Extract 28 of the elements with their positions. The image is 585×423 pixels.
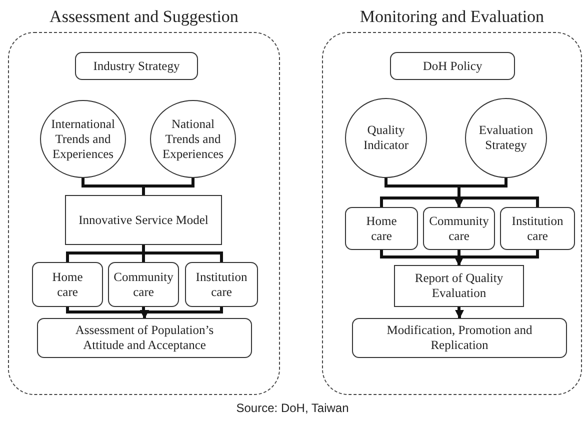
process-box: Innovative Service Model — [65, 195, 222, 245]
input-ellipse: International Trends and Experiences — [40, 100, 126, 178]
process-box: Industry Strategy — [75, 52, 198, 80]
input-ellipse: Evaluation Strategy — [465, 98, 547, 178]
connector-line — [380, 196, 459, 207]
source-note: Source: DoH, Taiwan — [235, 400, 350, 417]
process-box: DoH Policy — [390, 52, 515, 80]
process-box: Institution care — [500, 207, 575, 250]
arrow — [455, 307, 464, 319]
group-heading: Assessment and Suggestion — [48, 6, 240, 28]
process-box: Home care — [345, 207, 418, 250]
process-box: Assessment of Population’s Attitude and Acceptance — [37, 318, 252, 358]
process-box: Community care — [423, 207, 495, 250]
arrow — [140, 307, 223, 319]
connector-line — [142, 245, 223, 262]
process-box: Institution care — [185, 262, 258, 307]
process-box: Home care — [32, 262, 103, 307]
input-ellipse: National Trends and Experiences — [150, 100, 236, 178]
group-heading: Monitoring and Evaluation — [358, 6, 546, 28]
process-box: Community care — [108, 262, 179, 307]
input-ellipse: Quality Indicator — [345, 98, 427, 178]
process-box: Report of Quality Evaluation — [394, 265, 524, 307]
arrow — [454, 250, 539, 266]
connector-line — [459, 196, 539, 207]
connector-line — [458, 178, 508, 198]
arrow — [454, 196, 464, 208]
process-box: Modification, Promotion and Replication — [352, 318, 567, 358]
connector-line — [142, 178, 194, 195]
